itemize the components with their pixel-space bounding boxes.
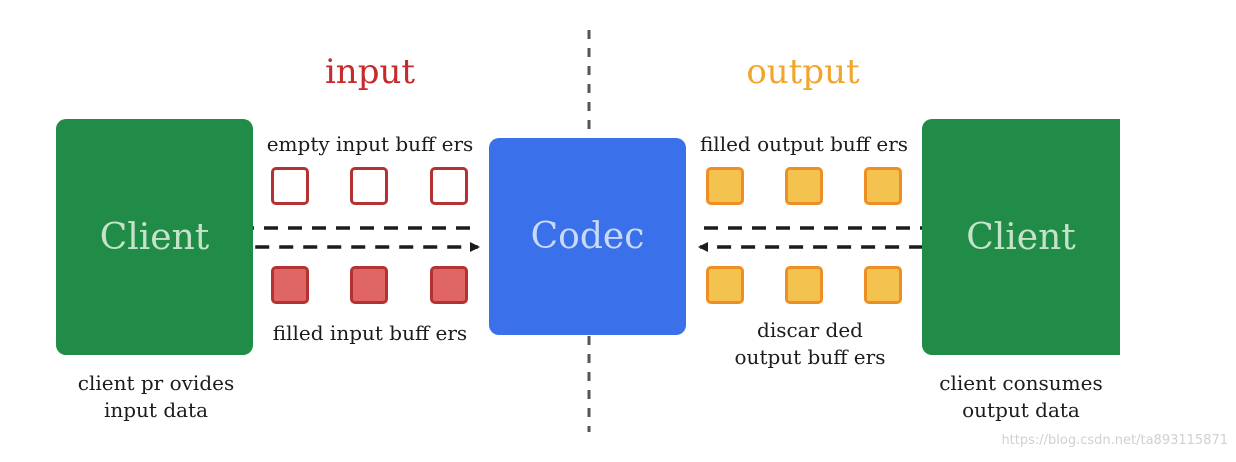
output-flow-arrow: [698, 226, 954, 252]
input-heading: input: [324, 52, 416, 92]
client-input-label: Client: [99, 216, 210, 258]
discarded-output-buffer: [706, 266, 744, 304]
filled-output-buffer: [864, 167, 902, 205]
codec-label: Codec: [530, 216, 645, 257]
filled-input-buffer: [350, 266, 388, 304]
client-consumes-caption: client consumes output data: [939, 371, 1103, 422]
empty-input-buffer: [350, 167, 388, 205]
client-provides-caption: client pr ovides input data: [77, 371, 235, 422]
watermark-url: https://blog.csdn.net/ta893115871: [1001, 433, 1228, 448]
client-input-block: Client: [56, 119, 253, 355]
output-heading: output: [746, 52, 860, 92]
filled-input-buffers-label: filled input buff ers: [272, 321, 468, 345]
filled-output-buffer: [785, 167, 823, 205]
empty-input-buffer: [271, 167, 309, 205]
filled-input-buffer: [271, 266, 309, 304]
discarded-output-buffer: [785, 266, 823, 304]
client-output-label: Client: [966, 216, 1076, 258]
filled-output-buffer: [706, 167, 744, 205]
codec-block: Codec: [489, 138, 686, 335]
filled-output-buffers-label: filled output buff ers: [699, 132, 909, 156]
empty-input-buffers-label: empty input buff ers: [266, 132, 474, 156]
discarded-output-buffers-label: discar ded output buff ers: [734, 318, 886, 369]
filled-input-buffer: [430, 266, 468, 304]
client-output-block: Client: [922, 119, 1120, 355]
input-flow-arrow: [222, 226, 480, 252]
empty-input-buffer: [430, 167, 468, 205]
discarded-output-buffer: [864, 266, 902, 304]
